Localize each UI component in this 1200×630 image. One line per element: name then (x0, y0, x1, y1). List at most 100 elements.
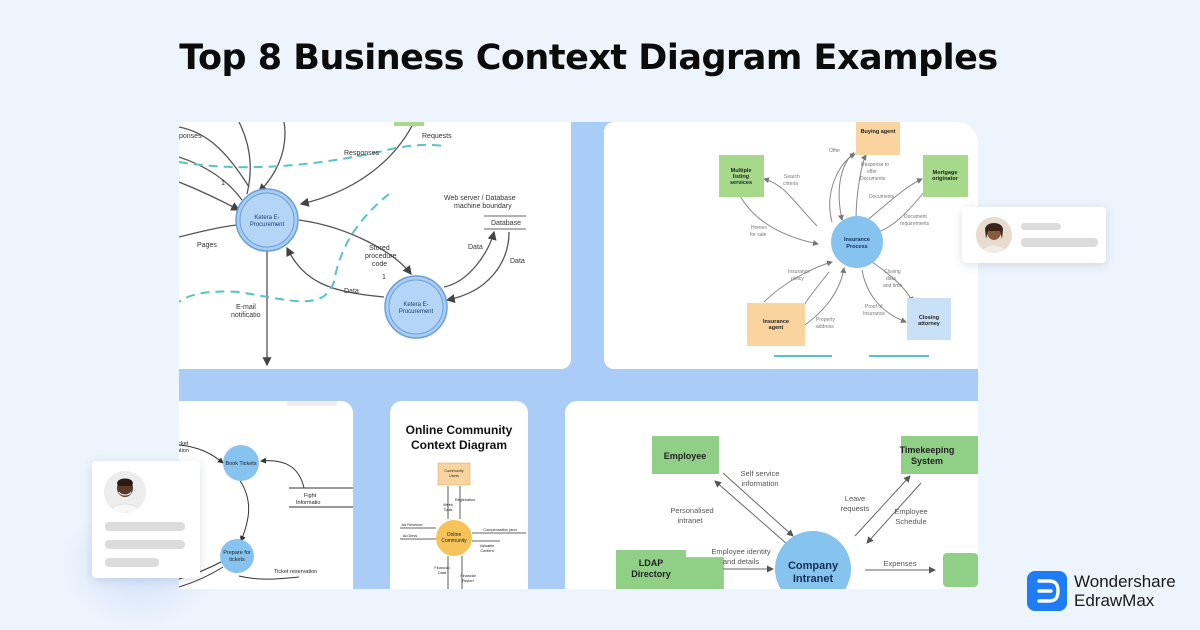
boundary-label: machine boundary (454, 203, 512, 210)
process-label: Company (788, 560, 839, 572)
flow-label: Data (510, 258, 525, 265)
entity-label: services (730, 180, 752, 186)
flow-label: icket (179, 441, 189, 447)
flow-line (179, 156, 243, 201)
boundary-label: Web server / Database (444, 195, 516, 202)
flow-label: Tools (444, 508, 453, 512)
flow-label: 1 (382, 274, 386, 281)
flow-label: Property (816, 317, 835, 323)
entity-employee-box (652, 436, 719, 474)
entity-label: Closing (919, 315, 939, 321)
flow-label: Valuable (480, 544, 495, 548)
brand-logo-block[interactable]: Wondershare EdrawMax (1027, 571, 1187, 615)
flow-label: Leave (845, 494, 865, 503)
flow-label: information (741, 479, 778, 488)
flow-label: Insurance (788, 269, 810, 275)
flow-label: and time (883, 283, 902, 289)
entity-label: attorney (918, 321, 941, 327)
placeholder-bar (105, 540, 185, 549)
flow-line (445, 231, 510, 304)
store-label: Database (491, 220, 521, 227)
entity-buying-agent (856, 122, 900, 155)
flow-label: Insurance (863, 311, 885, 317)
entity-label: Timekeeping (900, 445, 955, 455)
diagram-panel-insurance: Buying agent Multiple listing services M… (604, 122, 978, 369)
diagram-collage: ponses Requests Responses 1 Pages Web se… (179, 122, 978, 589)
entity-community-users (437, 462, 471, 486)
store-label: Fight (304, 493, 317, 499)
flow-label: 1 (221, 180, 225, 187)
process-prepare-tickets (220, 539, 254, 573)
process-online-community (436, 520, 472, 556)
flow-line (298, 219, 412, 276)
process-label: Procurement (250, 222, 285, 228)
flow-label: Stored (369, 245, 390, 252)
flow-label: procedure (365, 253, 397, 260)
diagram-panel-tickets: icket ation Book Tickets Fight Informati… (179, 401, 353, 589)
process-label: Book Tickets (225, 461, 256, 467)
flow-line (286, 246, 385, 298)
entity-label: listing (733, 174, 749, 180)
flow-label: Data (468, 244, 483, 251)
flow-label: E-mail (236, 304, 256, 311)
flow-label: Documents (869, 194, 895, 200)
process-company-intranet (775, 531, 851, 589)
flow-label: and details (723, 557, 760, 566)
boundary-line (179, 193, 390, 303)
page-title: Top 8 Business Context Diagram Examples (179, 38, 998, 78)
profile-card (92, 461, 200, 578)
procurement-diagram: ponses Requests Responses 1 Pages Web se… (179, 122, 526, 367)
flow-label: Week (443, 503, 453, 507)
flow-label: notificatio (231, 312, 261, 319)
entity-partial (943, 553, 978, 587)
placeholder-bar (105, 558, 159, 567)
profile-card (962, 207, 1106, 263)
entity-ldap-directory (616, 550, 686, 589)
process-label: Online (447, 532, 462, 538)
flow-line (258, 122, 286, 193)
entity-insurance-agent (747, 303, 805, 346)
flow-line (179, 224, 238, 238)
process-label: Ketera E- (403, 302, 428, 308)
flow-label: requests (841, 504, 870, 513)
edrawmax-logo-icon (1027, 571, 1067, 611)
placeholder-bar (1021, 223, 1061, 230)
flow-label: Employee identity (711, 547, 770, 556)
flow-label: ponses (179, 133, 202, 140)
flow-label: requirements (900, 221, 930, 227)
entity-box (394, 122, 424, 126)
flow-label: Data (438, 571, 447, 575)
flow-label: ation (179, 448, 189, 454)
process-label: Community (441, 538, 467, 544)
brand-name: Wondershare EdrawMax (1074, 572, 1176, 610)
process-label: Process (846, 244, 867, 250)
entity-mls (719, 155, 764, 197)
flow-label: Pages (197, 242, 217, 249)
process-insurance (831, 216, 883, 268)
flow-label: offer (867, 169, 877, 175)
flow-label: Self service (741, 469, 780, 478)
process-label: Prepare for (223, 550, 251, 556)
flow-label: criteria (783, 181, 798, 187)
flow-label: Ad Revenue (402, 523, 423, 527)
diagram-title: Online Community Context Diagram (390, 423, 528, 453)
entity-label: Directory (631, 569, 671, 579)
process-label: tickets (229, 557, 245, 563)
flow-label: Ad Devs (403, 534, 417, 538)
flow-line (443, 230, 497, 288)
flow-label: data (886, 276, 896, 282)
flow-label: Homes (751, 225, 767, 231)
process-label: Procurement (399, 309, 434, 315)
boundary-line (179, 143, 445, 169)
community-diagram: Community Users Online Community Registr… (400, 462, 526, 589)
flow-label: Ticket reservation (274, 569, 317, 575)
flow-label: Offer (829, 148, 840, 154)
process-label: Insurance (844, 237, 870, 243)
flow-label: Report (462, 579, 474, 583)
flow-label: Expenses (884, 559, 917, 568)
entity-label: System (911, 456, 943, 466)
diagram-panel-intranet: Employee Timekeeping System LDAP Directo… (565, 401, 978, 589)
placeholder-bar (1021, 238, 1098, 247)
insurance-diagram: Buying agent Multiple listing services M… (719, 122, 968, 357)
flow-label: Documents (860, 176, 886, 182)
